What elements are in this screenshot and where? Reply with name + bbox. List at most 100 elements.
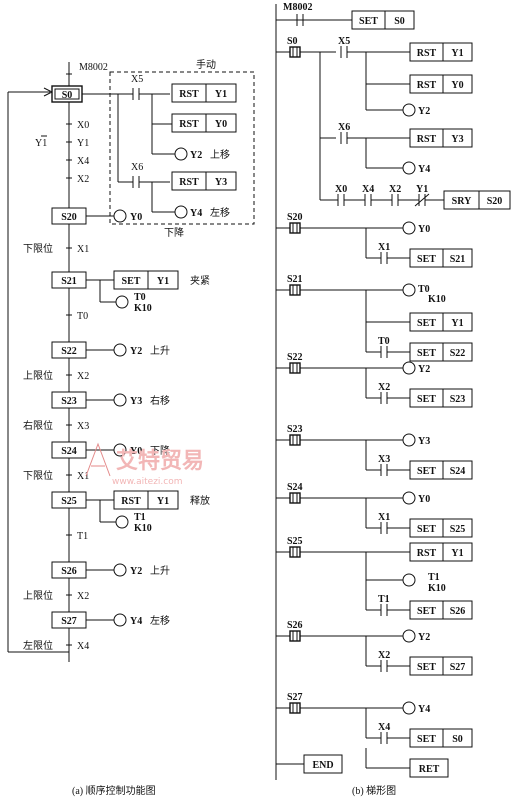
- coil-label: Y3: [130, 396, 142, 407]
- action-note: 上移: [210, 148, 230, 161]
- ladder-SET-S25-dev: S25: [450, 524, 466, 535]
- condition-label: X1: [77, 471, 89, 482]
- action-S25-op: RST: [121, 496, 141, 507]
- condition-name: 下限位: [23, 469, 53, 482]
- condition-label-0: X0: [77, 120, 89, 131]
- ladder-SET-S22-dev: S22: [450, 348, 466, 359]
- coil-Y3: [113, 393, 127, 407]
- condition-label-2: X4: [77, 156, 89, 167]
- action-note: 上升: [150, 565, 170, 577]
- caption-b: (b) 梯形图: [352, 784, 396, 797]
- step-label: S22: [287, 352, 303, 363]
- contact-label: X0: [335, 184, 347, 195]
- coil-label: T1: [428, 572, 440, 583]
- ladder-SET-S26-dev: S26: [450, 606, 466, 617]
- coil-label: Y2: [190, 150, 202, 161]
- contact-label: X4: [378, 722, 390, 733]
- stl-s0: [289, 46, 301, 58]
- action-S25: [113, 490, 179, 510]
- ladder-rst-y0: [409, 74, 473, 94]
- action-rst-y3: [171, 171, 237, 191]
- coil-Y3: [402, 433, 416, 447]
- coil-label: Y4: [418, 164, 430, 175]
- step-label: S20: [61, 212, 77, 223]
- coil-label: Y4: [190, 208, 202, 219]
- action-rst-y1: [171, 83, 237, 103]
- ladder-rst-y0-op: RST: [417, 80, 437, 91]
- init-contact-label: M8002: [79, 62, 108, 73]
- action-rst-y1-dev: Y1: [215, 89, 227, 100]
- coil-Y0: [113, 443, 127, 457]
- condition-name: 左限位: [23, 639, 53, 652]
- ladder-SET-S25-op: SET: [417, 524, 436, 535]
- group-label-down: 下降: [164, 226, 184, 239]
- ladder-rst-y1-dev: Y1: [451, 48, 463, 59]
- contact-label: X2: [378, 382, 390, 393]
- coil-y2: [402, 103, 416, 117]
- ladder-SET-S23: [409, 388, 473, 408]
- action-note: 右移: [150, 394, 170, 407]
- coil-T1: [402, 573, 416, 587]
- action-note: 夹紧: [190, 274, 210, 287]
- watermark-url: www.aitezi.com: [112, 477, 183, 487]
- condition-label-1: Y1: [77, 138, 89, 149]
- step-label: S23: [287, 424, 303, 435]
- condition-label: T0: [77, 311, 88, 322]
- watermark-brand: 艾特贸易: [116, 448, 204, 474]
- step-label: S26: [287, 620, 303, 631]
- ladder-rst-y0-dev: Y0: [451, 80, 463, 91]
- ladder-SET-S23-op: SET: [417, 394, 436, 405]
- action-S21: [113, 270, 179, 290]
- ladder-rst-y1-op: RST: [417, 48, 437, 59]
- ladder-set-s0-dev: S0: [394, 16, 405, 27]
- coil-Y0: [113, 209, 127, 223]
- manual-group-frame: [109, 71, 255, 225]
- stl-S22: [289, 362, 301, 374]
- coil-Y2: [402, 361, 416, 375]
- contact-label: X4: [362, 184, 374, 195]
- step-label: S22: [61, 346, 77, 357]
- step-label: S24: [61, 446, 77, 457]
- step-label: S27: [61, 616, 77, 627]
- contact-label: M8002: [283, 2, 312, 13]
- coil-label: T0: [418, 284, 430, 295]
- ret-label: RET: [419, 764, 440, 775]
- coil-Y2: [113, 343, 127, 357]
- ladder-rst-y3-op: RST: [417, 134, 437, 145]
- coil-label: Y0: [418, 494, 430, 505]
- ladder-SET-S27: [409, 656, 473, 676]
- ladder-RST-Y1-dev: Y1: [451, 548, 463, 559]
- ladder-rst-y3: [409, 128, 473, 148]
- condition-label-3: X2: [77, 174, 89, 185]
- ladder-SET-Y1: [409, 312, 473, 332]
- coil-label: Y2: [130, 346, 142, 357]
- action-note: 上升: [150, 345, 170, 357]
- condition-label: X4: [77, 641, 89, 652]
- ladder-SET-Y1-dev: Y1: [451, 318, 463, 329]
- action-rst-y1-op: RST: [179, 89, 199, 100]
- ladder-SET-S27-dev: S27: [450, 662, 466, 673]
- end-label: END: [312, 760, 333, 771]
- ladder-rst-y3-dev: Y3: [451, 134, 463, 145]
- stl-S25: [289, 546, 301, 558]
- coil-label: Y3: [418, 436, 430, 447]
- ret-box: [409, 758, 449, 778]
- contact-label: X3: [378, 454, 390, 465]
- coil-Y4: [402, 701, 416, 715]
- step-label: S23: [61, 396, 77, 407]
- ladder-SET-S21-dev: S21: [450, 254, 466, 265]
- step-label: S24: [287, 482, 303, 493]
- coil-label: Y0: [130, 446, 142, 457]
- ladder-SET-S24: [409, 460, 473, 480]
- action-note: 释放: [190, 494, 210, 507]
- action-rst-y0-op: RST: [179, 119, 199, 130]
- coil-label: Y2: [418, 106, 430, 117]
- condition-label: X2: [77, 591, 89, 602]
- ladder-RST-Y1: [409, 542, 473, 562]
- contact-chain-3-slash: [414, 193, 430, 207]
- ladder-SET-S24-op: SET: [417, 466, 436, 477]
- contact-label: X1: [378, 512, 390, 523]
- step-label: S0: [287, 36, 298, 47]
